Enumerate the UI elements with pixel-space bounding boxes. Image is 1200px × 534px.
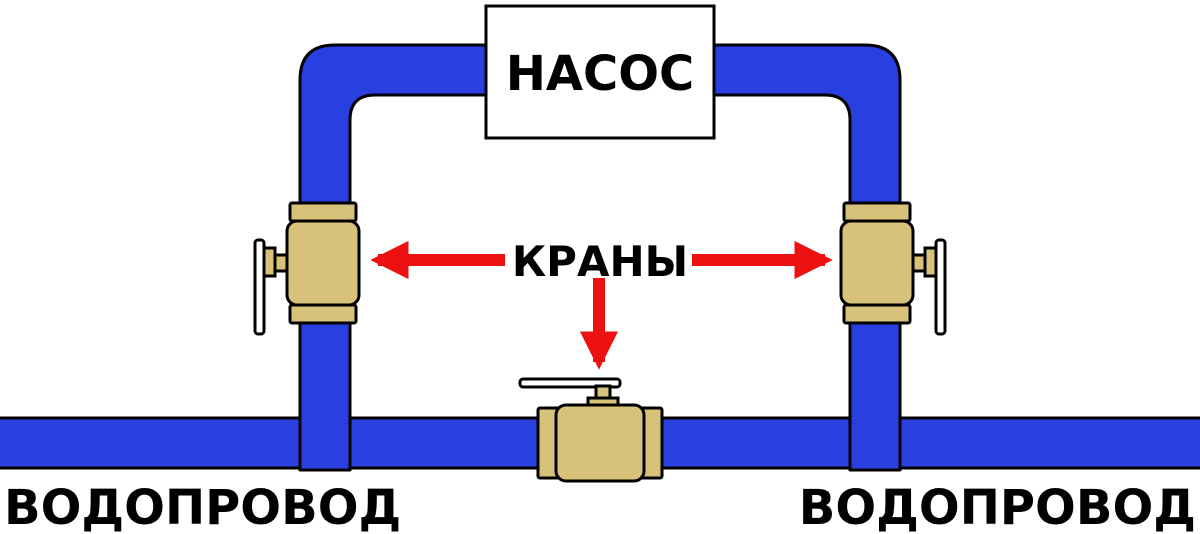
valves-label: КРАНЫ	[512, 237, 688, 286]
ball-valve-icon	[839, 201, 947, 336]
pipe-right-label: ВОДОПРОВОД	[799, 480, 1196, 534]
ball-valve-icon	[518, 377, 664, 483]
pump-box: НАСОС	[484, 4, 716, 140]
pump-label: НАСОС	[506, 46, 695, 102]
pipe-left-label: ВОДОПРОВОД	[4, 480, 401, 534]
ball-valve-icon	[253, 201, 361, 336]
